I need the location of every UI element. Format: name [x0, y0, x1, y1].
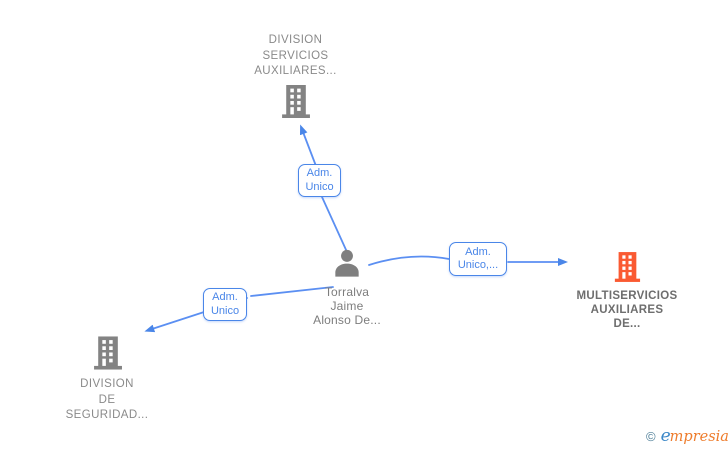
copyright-icon: © — [646, 429, 656, 444]
edge-label-adm-unico-left[interactable]: Adm. Unico — [203, 288, 247, 321]
node-company-bottom-left[interactable]: DIVISION DE SEGURIDAD... — [37, 335, 177, 424]
node-company-top[interactable]: DIVISION SERVICIOS AUXILIARES... — [213, 33, 378, 118]
node-company-right[interactable]: MULTISERVICIOS AUXILIARES DE... — [557, 250, 697, 331]
company-name-label: DIVISION DE SEGURIDAD... — [65, 378, 149, 421]
node-person[interactable]: Torralva Jaime Alonso De... — [287, 249, 407, 327]
edge-label-adm-unico-top[interactable]: Adm. Unico — [298, 164, 341, 197]
empresia-watermark: © e mpresia — [646, 426, 728, 446]
building-icon — [613, 250, 641, 284]
building-icon — [280, 85, 311, 118]
edge-person-to-top — [299, 124, 348, 253]
edge-person-to-right — [368, 255, 568, 266]
company-name-label: MULTISERVICIOS AUXILIARES DE... — [576, 290, 678, 330]
brand-name-rest: mpresia — [669, 429, 728, 445]
edge-label-adm-unico-right[interactable]: Adm. Unico,... — [449, 242, 507, 276]
building-icon — [92, 335, 123, 371]
person-name-label: Torralva Jaime Alonso De... — [313, 285, 381, 327]
company-name-label: DIVISION SERVICIOS AUXILIARES... — [254, 34, 337, 77]
person-icon — [333, 249, 361, 280]
brand-letter-e: e — [660, 426, 671, 446]
